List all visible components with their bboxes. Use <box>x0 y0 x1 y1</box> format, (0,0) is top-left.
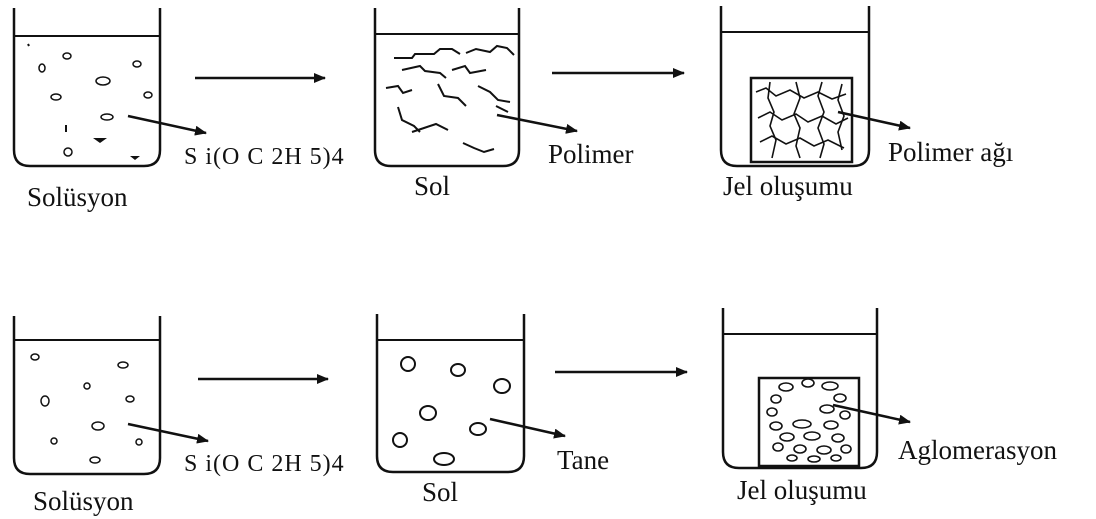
agglomerated-particles <box>766 378 852 463</box>
callout-label: Aglomerasyon <box>898 435 1057 465</box>
beaker-label: Sol <box>422 477 458 507</box>
beaker-sol <box>375 314 526 474</box>
callout-label: Polimer ağı <box>888 137 1013 167</box>
precursor-formula-label: S i(O C 2H 5)4 <box>184 451 345 477</box>
beaker-gel <box>721 308 879 470</box>
beaker-label: Jel oluşumu <box>737 475 867 505</box>
beaker-label: Jel oluşumu <box>723 171 853 201</box>
pointer-arrow <box>489 417 566 439</box>
monomer-molecules <box>27 43 153 157</box>
beaker-solution <box>12 8 162 168</box>
gel-block <box>757 376 861 468</box>
pointer-arrow <box>127 114 207 136</box>
polymer-chains <box>385 44 515 154</box>
beaker-gel <box>719 6 871 168</box>
row-polymeric: S i(O C 2H 5)4 Solüsyon Pol <box>12 6 1013 212</box>
beaker-label: Sol <box>414 171 450 201</box>
pointer-arrow <box>496 113 578 134</box>
sol-particles <box>392 356 511 466</box>
polymer-network <box>755 81 849 159</box>
beaker-sol <box>373 8 521 168</box>
precursor-formula-label: S i(O C 2H 5)4 <box>184 144 345 170</box>
pointer-arrow <box>837 110 911 131</box>
pointer-arrow <box>127 422 209 444</box>
beaker-label: Solüsyon <box>27 182 128 212</box>
pointer-arrow <box>832 403 911 425</box>
callout-label: Tane <box>557 445 609 475</box>
row-particulate: S i(O C 2H 5)4 Solüsyon Tane Sol <box>12 308 1057 516</box>
monomer-molecules <box>30 353 143 464</box>
callout-label: Polimer <box>548 139 634 169</box>
beaker-label: Solüsyon <box>33 486 134 516</box>
gel-block <box>749 76 854 164</box>
beaker-solution <box>12 316 162 476</box>
